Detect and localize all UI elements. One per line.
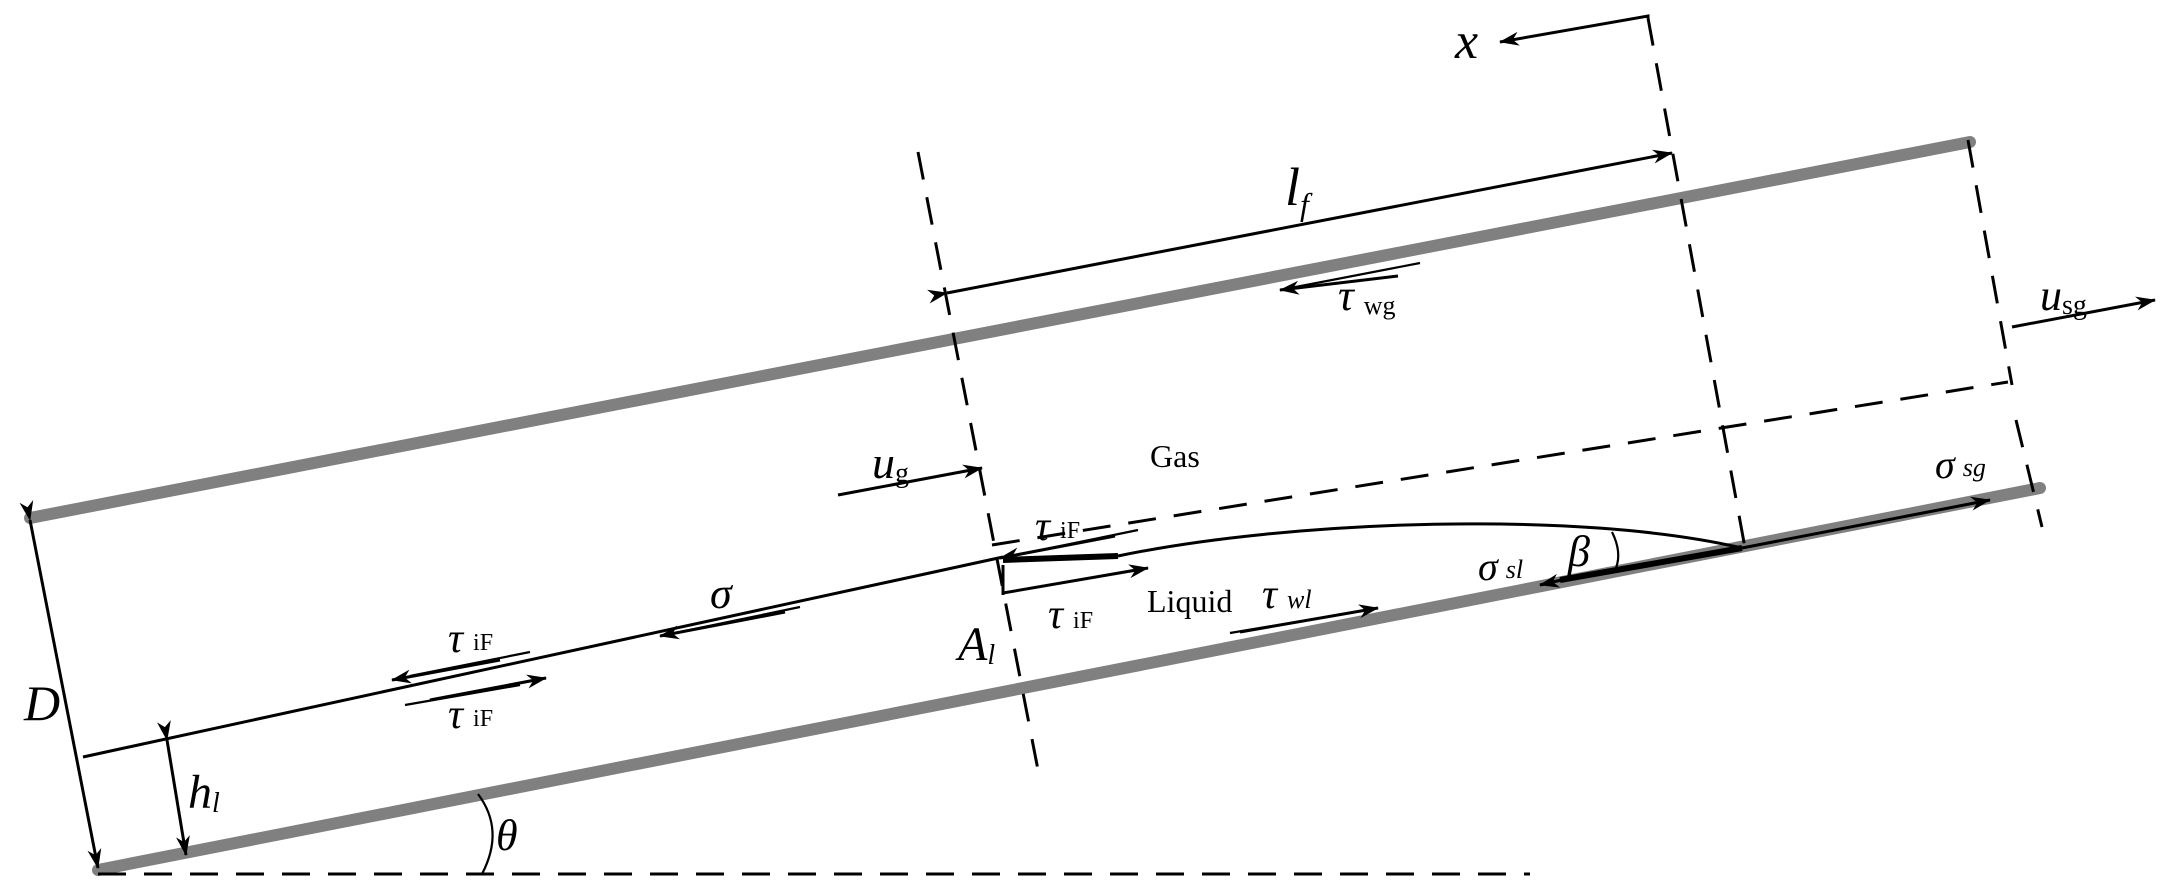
beta-label: β	[1567, 527, 1590, 576]
u-g-label: ug	[872, 437, 909, 489]
tau-if-left-lower-arrow	[429, 674, 547, 702]
sigma-film-arrow	[659, 610, 786, 640]
tau-if-upper-subscript: iF	[1060, 518, 1080, 544]
right-end-dash-bottom	[2014, 419, 2044, 528]
lf-dimension-arrow	[927, 149, 1673, 304]
tau-if-lower-arrow	[1002, 564, 1149, 595]
right-end-dash-top	[1966, 139, 2014, 386]
film-interface-tick	[1002, 553, 1119, 563]
film-interface-line	[82, 555, 1004, 759]
u-sg-subscript: sg	[2062, 290, 2087, 321]
liquid-label: Liquid	[1147, 583, 1232, 619]
bubble-outer-dash	[991, 380, 2009, 547]
x-axis-bracket	[1499, 14, 1650, 46]
control-volume-right-dash	[1646, 17, 1747, 549]
tau-wg-subscript: wg	[1364, 291, 1396, 320]
diameter-label: D	[23, 675, 60, 731]
tau-wl-arrow	[1239, 604, 1379, 634]
pipe-top-wall	[24, 136, 1976, 524]
lf-label: lf	[1285, 157, 1313, 222]
tau-if-left-upper-arrow	[391, 658, 501, 684]
tau-wl-subscript: wl	[1287, 585, 1312, 614]
x-label: x	[1454, 13, 1478, 70]
tau-if-left-upper-subscript: iF	[473, 630, 493, 656]
film-height-arrow	[156, 720, 190, 856]
u-g-subscript: g	[895, 458, 909, 489]
u-sg-arrow	[2011, 296, 2156, 329]
tau-wg-arrow	[1279, 274, 1399, 295]
a-l-label: Al	[955, 618, 995, 671]
theta-angle-arc	[477, 793, 494, 875]
diameter-arrow	[19, 500, 102, 869]
sigma-sg-arrow	[1741, 496, 1991, 550]
film-height-subscript: l	[212, 788, 220, 819]
tau-if-lower-subscript: iF	[1073, 608, 1093, 634]
a-l-subscript: l	[987, 640, 995, 671]
sigma-sl-bar	[1559, 545, 1743, 583]
theta-label: θ	[496, 811, 518, 860]
film-height-label: hl	[188, 766, 220, 819]
u-sg-label: usg	[2040, 271, 2087, 321]
bubble-nose-curve	[1117, 522, 1743, 558]
tau-if-left-lower-subscript: iF	[473, 706, 493, 732]
sigma-sg-subscript: sg	[1963, 453, 1986, 482]
tau-if-upper-arrow	[999, 534, 1116, 562]
sigma-sl-subscript: sl	[1506, 555, 1523, 584]
gas-label: Gas	[1150, 438, 1200, 474]
sigma-film-label: σ	[710, 569, 734, 618]
sigma-sl-arrow	[1539, 573, 1571, 588]
control-volume-left-dash	[916, 151, 1040, 771]
lf-subscript: f	[1300, 186, 1313, 222]
u-g-arrow	[837, 464, 983, 497]
tau-wg-bar	[1279, 261, 1421, 292]
beta-angle-arc	[1611, 531, 1620, 569]
